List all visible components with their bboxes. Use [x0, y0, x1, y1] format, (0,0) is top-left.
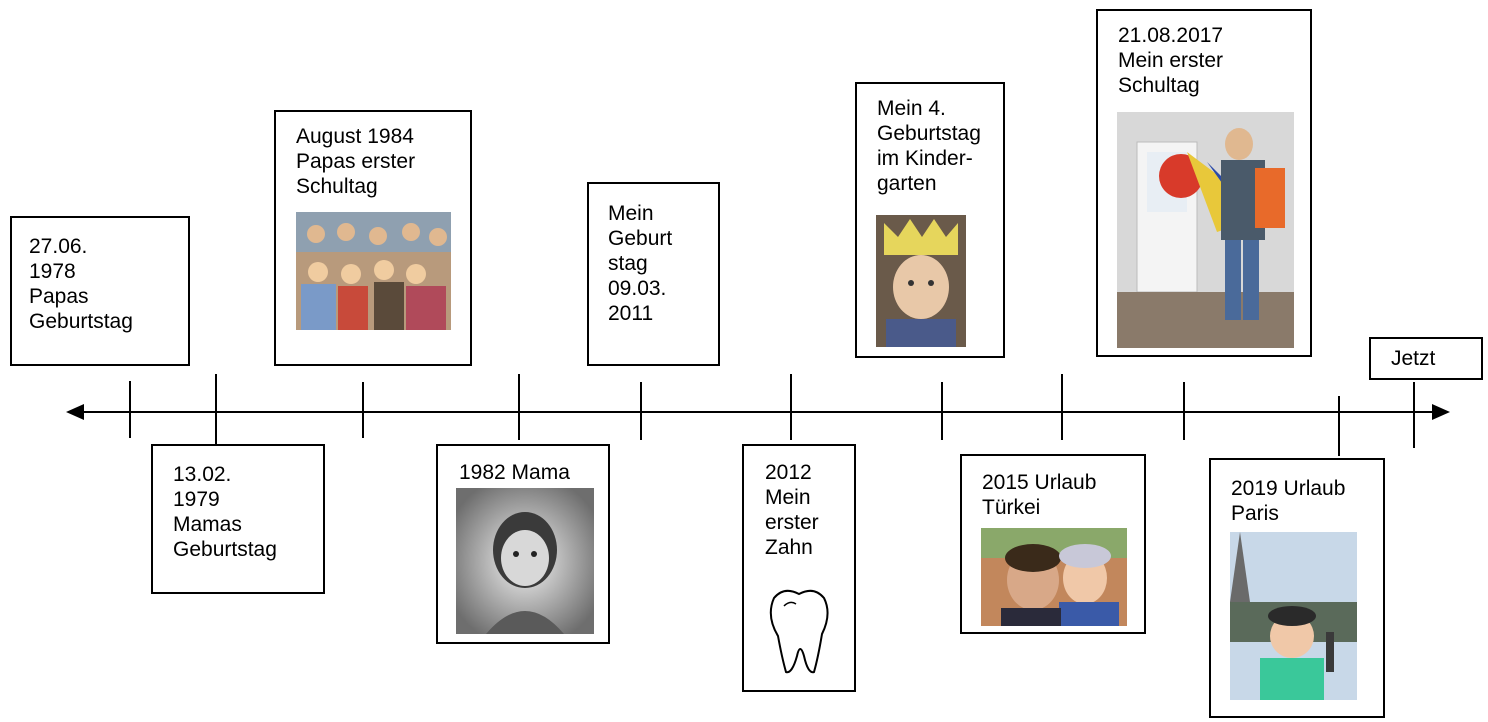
timeline-arrow-right — [1432, 404, 1450, 420]
event-label: Jetzt — [1391, 347, 1436, 370]
event-first-tooth: 2012 Mein erster Zahn — [742, 444, 856, 692]
mama-portrait-image — [456, 488, 594, 634]
paris-image — [1230, 532, 1357, 700]
event-first-school-day: 21.08.2017 Mein erster Schultag — [1096, 9, 1312, 357]
event-label: 2015 Urlaub Türkei — [982, 471, 1097, 519]
school-day-image — [1117, 112, 1294, 348]
timeline-arrow-left — [66, 404, 84, 420]
event-label: 2019 Urlaub Paris — [1231, 477, 1346, 525]
turkey-selfie-image — [981, 528, 1127, 626]
crown-boy-image — [876, 215, 966, 347]
event-fourth-birthday: Mein 4. Geburtstag im Kinder- garten — [855, 82, 1005, 358]
tooth-icon — [769, 589, 829, 674]
event-my-birthday: Mein Geburt stag 09.03. 2011 — [587, 182, 720, 366]
event-label: 21.08.2017 Mein erster Schultag — [1118, 24, 1224, 97]
event-papa-school: August 1984 Papas erster Schultag — [274, 110, 472, 366]
class-photo-image — [296, 212, 451, 330]
event-label: Mein 4. Geburtstag im Kinder- garten — [877, 97, 981, 195]
event-label: 1982 Mama — [459, 461, 570, 484]
event-mama-1982: 1982 Mama — [436, 444, 610, 644]
event-label: August 1984 Papas erster Schultag — [296, 125, 416, 198]
event-label: Mein Geburt stag 09.03. 2011 — [608, 202, 673, 325]
event-label: 13.02. 1979 Mamas Geburtstag — [173, 463, 277, 561]
event-vacation-turkey: 2015 Urlaub Türkei — [960, 454, 1146, 634]
event-label: 2012 Mein erster Zahn — [765, 461, 819, 559]
event-papa-birthday: 27.06. 1978 Papas Geburtstag — [10, 216, 190, 366]
event-now: Jetzt — [1369, 337, 1483, 380]
event-label: 27.06. 1978 Papas Geburtstag — [29, 235, 133, 333]
event-mama-birthday: 13.02. 1979 Mamas Geburtstag — [151, 444, 325, 594]
event-vacation-paris: 2019 Urlaub Paris — [1209, 458, 1385, 718]
